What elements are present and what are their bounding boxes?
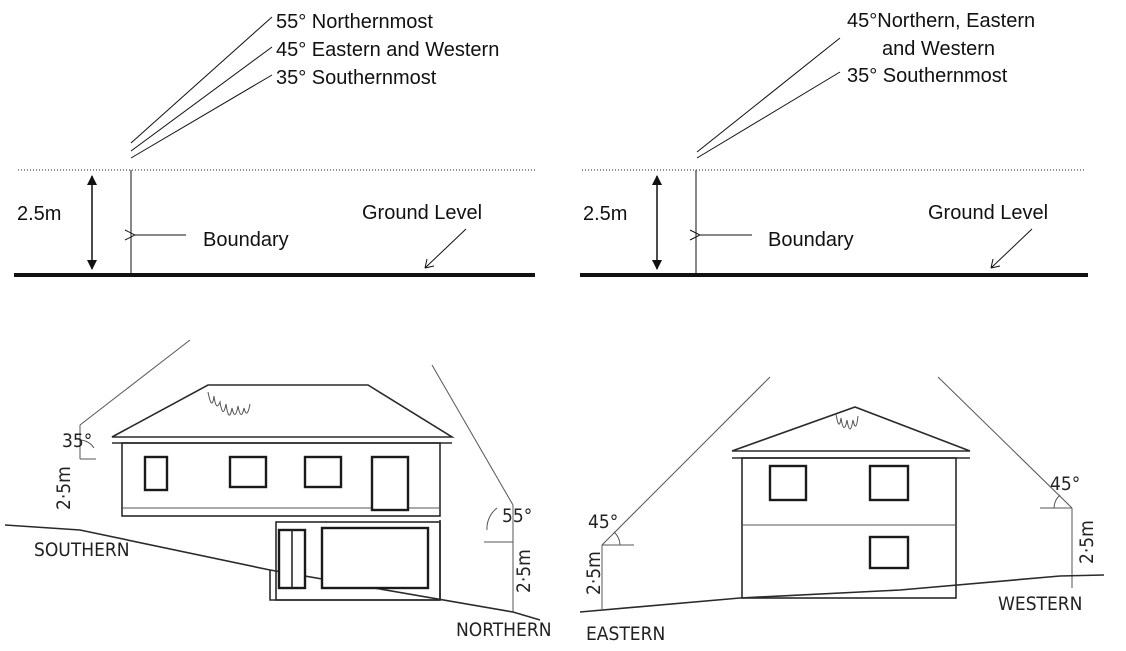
gable-roof — [731, 406, 971, 452]
angle-label-and-western: and Western — [882, 38, 995, 60]
height-label-left: 2·5m — [583, 551, 605, 595]
side-label-western: WESTERN — [998, 593, 1082, 615]
garage-door — [320, 526, 430, 590]
angle-label-northernmost: 55° Northernmost — [276, 11, 433, 33]
angle-label-northern-eastern: 45°Northern, Eastern — [847, 10, 1035, 32]
angle-line-55 — [130, 16, 273, 144]
right-house-sketch: 45° 2·5m EASTERN 45° 2·5m WESTERN — [579, 376, 1105, 645]
left-setback-diagram: 55° Northernmost 45° Eastern and Western… — [14, 11, 535, 277]
angle-label-left: 45° — [588, 511, 618, 533]
angle-arc-55 — [484, 505, 514, 543]
ground-pointer — [990, 228, 1033, 269]
window — [370, 455, 410, 512]
lower-storey-wall — [275, 521, 441, 601]
roof-hatching — [835, 413, 859, 430]
window — [143, 455, 169, 492]
ground-level-label: Ground Level — [928, 202, 1048, 224]
angle-label-eastern-western: 45° Eastern and Western — [276, 39, 499, 61]
angle-line-45 — [130, 46, 273, 152]
ground-level-label: Ground Level — [362, 202, 482, 224]
envelope-line-55 — [431, 364, 514, 506]
boundary-label: Boundary — [203, 229, 289, 251]
angle-label-southernmost: 35° Southernmost — [847, 65, 1008, 87]
ground-pointer-head — [424, 258, 435, 269]
side-label-southern: SOUTHERN — [34, 539, 130, 561]
side-label-eastern: EASTERN — [586, 623, 665, 645]
angle-label-southernmost: 35° Southernmost — [276, 67, 437, 89]
window — [228, 455, 268, 489]
window — [303, 455, 343, 489]
envelope-line-left-45 — [601, 376, 771, 546]
angle-line-35 — [696, 71, 841, 159]
ground-pointer — [424, 228, 467, 269]
hip-roof — [111, 384, 455, 438]
angle-line-35 — [130, 74, 273, 159]
angle-line-45 — [696, 37, 841, 153]
height-label: 2.5m — [17, 203, 61, 225]
height-label-right: 2·5m — [1076, 520, 1098, 564]
boundary-label: Boundary — [768, 229, 854, 251]
left-house-sketch: 35° 2·5m SOUTHERN 55° 2·5m NORTHERN — [4, 339, 551, 641]
angle-label-35: 35° — [62, 430, 92, 452]
height-label-right: 2·5m — [513, 549, 535, 593]
window — [768, 464, 808, 502]
envelope-line-right-45 — [937, 376, 1073, 509]
house-wall — [741, 457, 957, 599]
envelope-line-35 — [79, 339, 191, 426]
ground-pointer-head — [990, 258, 1001, 269]
angle-arc-right — [1040, 494, 1073, 588]
roof-hatching — [207, 391, 251, 416]
angle-label-right: 45° — [1050, 473, 1080, 495]
angle-label-55: 55° — [502, 505, 532, 527]
angle-arc-35 — [79, 425, 96, 460]
angle-arc-left — [601, 531, 634, 609]
window — [868, 535, 910, 570]
height-label-left: 2·5m — [53, 466, 75, 510]
side-label-northern: NORTHERN — [456, 619, 551, 641]
upper-storey-wall — [121, 442, 441, 517]
height-label: 2.5m — [583, 203, 627, 225]
ground-line — [579, 574, 1105, 613]
window — [868, 464, 910, 502]
right-setback-diagram: 45°Northern, Eastern and Western 35° Sou… — [580, 10, 1088, 277]
